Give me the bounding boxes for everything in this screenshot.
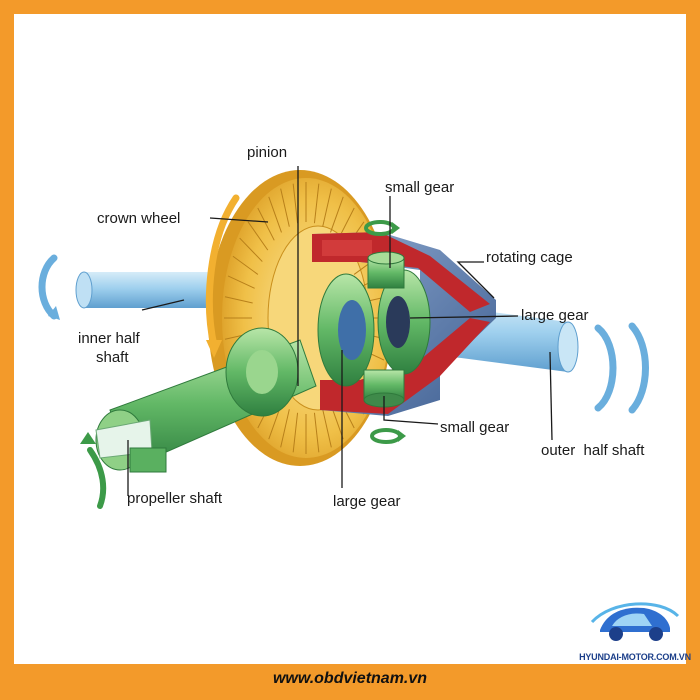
label-outer-half-shaft: outer half shaft [541, 442, 645, 459]
label-propeller-shaft: propeller shaft [127, 490, 223, 507]
label-pinion: pinion [247, 144, 287, 161]
brand-text: HYUNDAI-MOTOR.COM.VN [576, 652, 694, 662]
label-large-gear-bottom: large gear [333, 493, 401, 510]
website-banner[interactable]: www.obdvietnam.vn [208, 664, 492, 694]
car-logo-icon [582, 592, 686, 652]
label-rotating-cage: rotating cage [486, 249, 573, 266]
label-large-gear-right: large gear [521, 307, 589, 324]
label-inner-half-shaft-line2: shaft [96, 349, 129, 366]
label-crown-wheel: crown wheel [97, 210, 180, 227]
label-small-gear-bottom: small gear [440, 419, 509, 436]
label-inner-half-shaft-line1: inner half [78, 330, 141, 347]
small-gear-top [368, 252, 404, 288]
label-small-gear-top: small gear [385, 179, 454, 196]
pinion-gear [226, 328, 298, 416]
large-gear-left [318, 274, 374, 386]
